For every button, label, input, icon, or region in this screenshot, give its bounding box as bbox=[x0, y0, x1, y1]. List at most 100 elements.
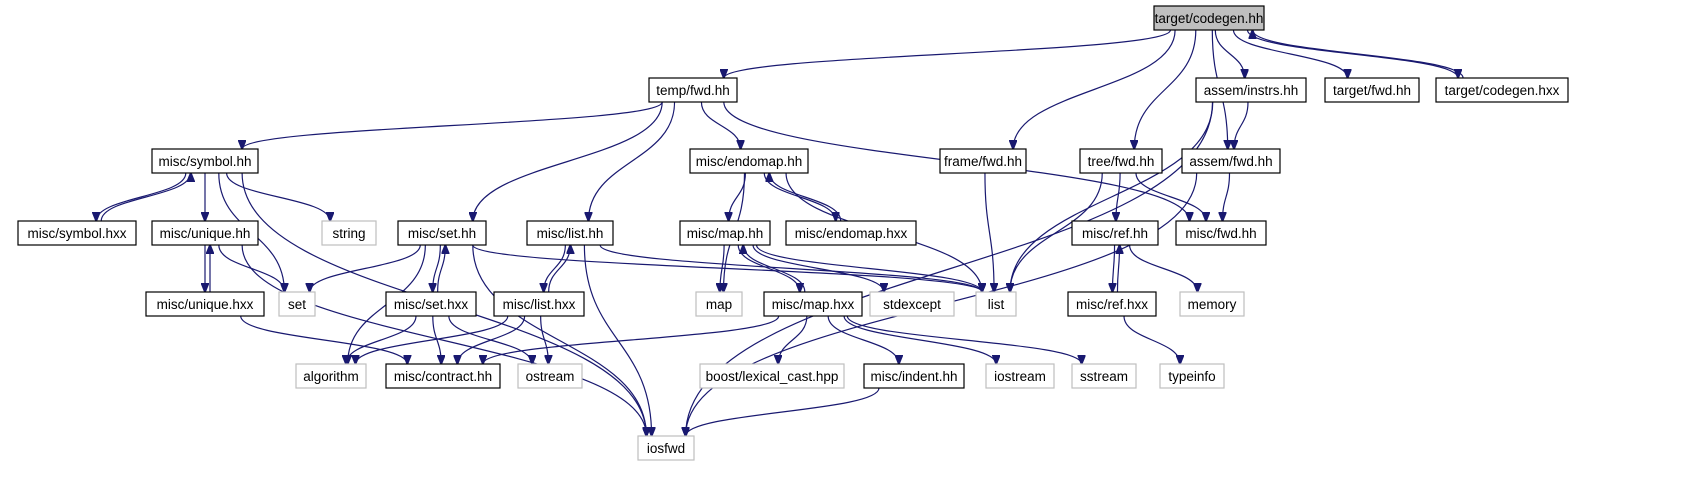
node-label: iosfwd bbox=[647, 441, 685, 456]
node-label: misc/fwd.hh bbox=[1185, 226, 1256, 241]
edge-root-to-target_fwd bbox=[1232, 29, 1347, 78]
node-box bbox=[1175, 220, 1267, 246]
node-label: misc/symbol.hxx bbox=[27, 226, 126, 241]
node-label: misc/ref.hxx bbox=[1076, 297, 1148, 312]
node-box bbox=[278, 291, 316, 317]
node-box bbox=[1153, 5, 1265, 31]
node-label: misc/ref.hh bbox=[1082, 226, 1148, 241]
edge-misc_map_hxx-to-misc_map bbox=[743, 245, 806, 293]
node-label: target/fwd.hh bbox=[1333, 83, 1411, 98]
node-typeinfo: typeinfo bbox=[1159, 363, 1225, 389]
node-label: ostream bbox=[526, 369, 575, 384]
node-box bbox=[637, 435, 695, 461]
node-box bbox=[17, 220, 137, 246]
node-box bbox=[1195, 77, 1307, 103]
node-box bbox=[648, 77, 738, 103]
node-misc-ref-hxx[interactable]: misc/ref.hxx bbox=[1067, 291, 1157, 317]
edge-misc_symbol-to-misc_symbol_hxx bbox=[96, 172, 187, 221]
edge-temp_fwd-to-misc_set bbox=[473, 101, 663, 221]
node-box bbox=[1159, 363, 1225, 389]
node-assem-instrs[interactable]: assem/instrs.hh bbox=[1195, 77, 1307, 103]
node-box bbox=[975, 291, 1017, 317]
node-box bbox=[695, 291, 743, 317]
node-label: misc/endomap.hxx bbox=[795, 226, 908, 241]
node-label: target/codegen.hxx bbox=[1445, 83, 1560, 98]
edge-assem_instrs-to-list bbox=[1010, 101, 1214, 292]
node-misc-list[interactable]: misc/list.hh bbox=[526, 220, 614, 246]
node-box bbox=[145, 291, 265, 317]
edge-misc_unique_hxx-to-misc_contract bbox=[240, 315, 408, 364]
edge-misc_list_hxx-to-ostream bbox=[540, 315, 549, 364]
node-box bbox=[763, 291, 863, 317]
edge-misc_list-to-list bbox=[599, 244, 982, 292]
node-root[interactable]: target/codegen.hh bbox=[1153, 5, 1265, 31]
node-misc-ref[interactable]: misc/ref.hh bbox=[1071, 220, 1159, 246]
node-box bbox=[869, 291, 955, 317]
node-target-fwd[interactable]: target/fwd.hh bbox=[1324, 77, 1420, 103]
node-label: set bbox=[288, 297, 306, 312]
node-string: string bbox=[321, 220, 377, 246]
node-algorithm: algorithm bbox=[295, 363, 367, 389]
node-misc-set[interactable]: misc/set.hh bbox=[397, 220, 487, 246]
node-frame-fwd[interactable]: frame/fwd.hh bbox=[939, 148, 1027, 174]
node-misc-symbol-hxx[interactable]: misc/symbol.hxx bbox=[17, 220, 137, 246]
node-misc-symbol[interactable]: misc/symbol.hh bbox=[151, 148, 259, 174]
node-target-codegen-hxx[interactable]: target/codegen.hxx bbox=[1435, 77, 1569, 103]
edge-misc_map_hxx-to-iostream bbox=[843, 315, 996, 364]
node-assem-fwd[interactable]: assem/fwd.hh bbox=[1181, 148, 1281, 174]
node-map: map bbox=[695, 291, 743, 317]
node-label: misc/indent.hh bbox=[870, 369, 957, 384]
node-box bbox=[385, 363, 501, 389]
edge-misc_map-to-map bbox=[720, 244, 725, 292]
node-box bbox=[526, 220, 614, 246]
node-misc-list-hxx[interactable]: misc/list.hxx bbox=[493, 291, 585, 317]
node-misc-contract[interactable]: misc/contract.hh bbox=[385, 363, 501, 389]
edge-tree_fwd-to-misc_ref bbox=[1116, 172, 1121, 221]
node-box bbox=[385, 291, 477, 317]
node-misc-unique[interactable]: misc/unique.hh bbox=[151, 220, 259, 246]
edge-temp_fwd-to-misc_list bbox=[588, 101, 676, 221]
node-misc-indent[interactable]: misc/indent.hh bbox=[863, 363, 965, 389]
node-label: boost/lexical_cast.hpp bbox=[706, 369, 839, 384]
node-boost-lexical: boost/lexical_cast.hpp bbox=[699, 363, 845, 389]
edge-misc_map_hxx-to-misc_contract bbox=[483, 315, 780, 364]
edge-root-to-tree_fwd bbox=[1134, 29, 1197, 149]
node-misc-endomap-hxx[interactable]: misc/endomap.hxx bbox=[785, 220, 917, 246]
node-tree-fwd[interactable]: tree/fwd.hh bbox=[1079, 148, 1163, 174]
node-misc-map[interactable]: misc/map.hh bbox=[679, 220, 771, 246]
edge-misc_ref-to-misc_ref_hxx bbox=[1112, 244, 1114, 292]
node-misc-set-hxx[interactable]: misc/set.hxx bbox=[385, 291, 477, 317]
node-label: iostream bbox=[994, 369, 1046, 384]
node-label: tree/fwd.hh bbox=[1088, 154, 1155, 169]
node-box bbox=[785, 220, 917, 246]
node-label: assem/instrs.hh bbox=[1204, 83, 1299, 98]
node-label: misc/unique.hxx bbox=[157, 297, 254, 312]
node-ostream: ostream bbox=[517, 363, 583, 389]
node-misc-map-hxx[interactable]: misc/map.hxx bbox=[763, 291, 863, 317]
edge-assem_fwd-to-misc_fwd bbox=[1223, 172, 1231, 221]
edge-misc_set_hxx-to-algorithm bbox=[346, 315, 417, 364]
edge-misc_map_hxx-to-boost_lexical bbox=[778, 315, 808, 364]
edge-misc_list_hxx-to-misc_list bbox=[548, 245, 571, 293]
node-misc-endomap[interactable]: misc/endomap.hh bbox=[689, 148, 809, 174]
node-label: misc/list.hh bbox=[537, 226, 604, 241]
node-label: algorithm bbox=[303, 369, 359, 384]
node-box bbox=[517, 363, 583, 389]
node-misc-fwd[interactable]: misc/fwd.hh bbox=[1175, 220, 1267, 246]
node-label: misc/symbol.hh bbox=[158, 154, 251, 169]
edge-assem_instrs-to-assem_fwd bbox=[1234, 101, 1249, 149]
edge-frame_fwd-to-list bbox=[984, 172, 994, 292]
edge-misc_set-to-set bbox=[310, 244, 421, 292]
node-temp-fwd[interactable]: temp/fwd.hh bbox=[648, 77, 738, 103]
edge-misc_map_hxx-to-misc_indent bbox=[827, 315, 899, 364]
node-box bbox=[679, 220, 771, 246]
node-label: target/codegen.hh bbox=[1155, 11, 1264, 26]
node-label: misc/set.hh bbox=[408, 226, 476, 241]
edge-misc_endomap_hxx-to-misc_endomap bbox=[769, 173, 842, 222]
edge-misc_set-to-iosfwd bbox=[472, 244, 647, 436]
node-label: list bbox=[988, 297, 1005, 312]
node-iosfwd: iosfwd bbox=[637, 435, 695, 461]
node-misc-unique-hxx[interactable]: misc/unique.hxx bbox=[145, 291, 265, 317]
node-memory: memory bbox=[1179, 291, 1245, 317]
edge-target_codegen_hxx-to-root bbox=[1253, 30, 1464, 79]
